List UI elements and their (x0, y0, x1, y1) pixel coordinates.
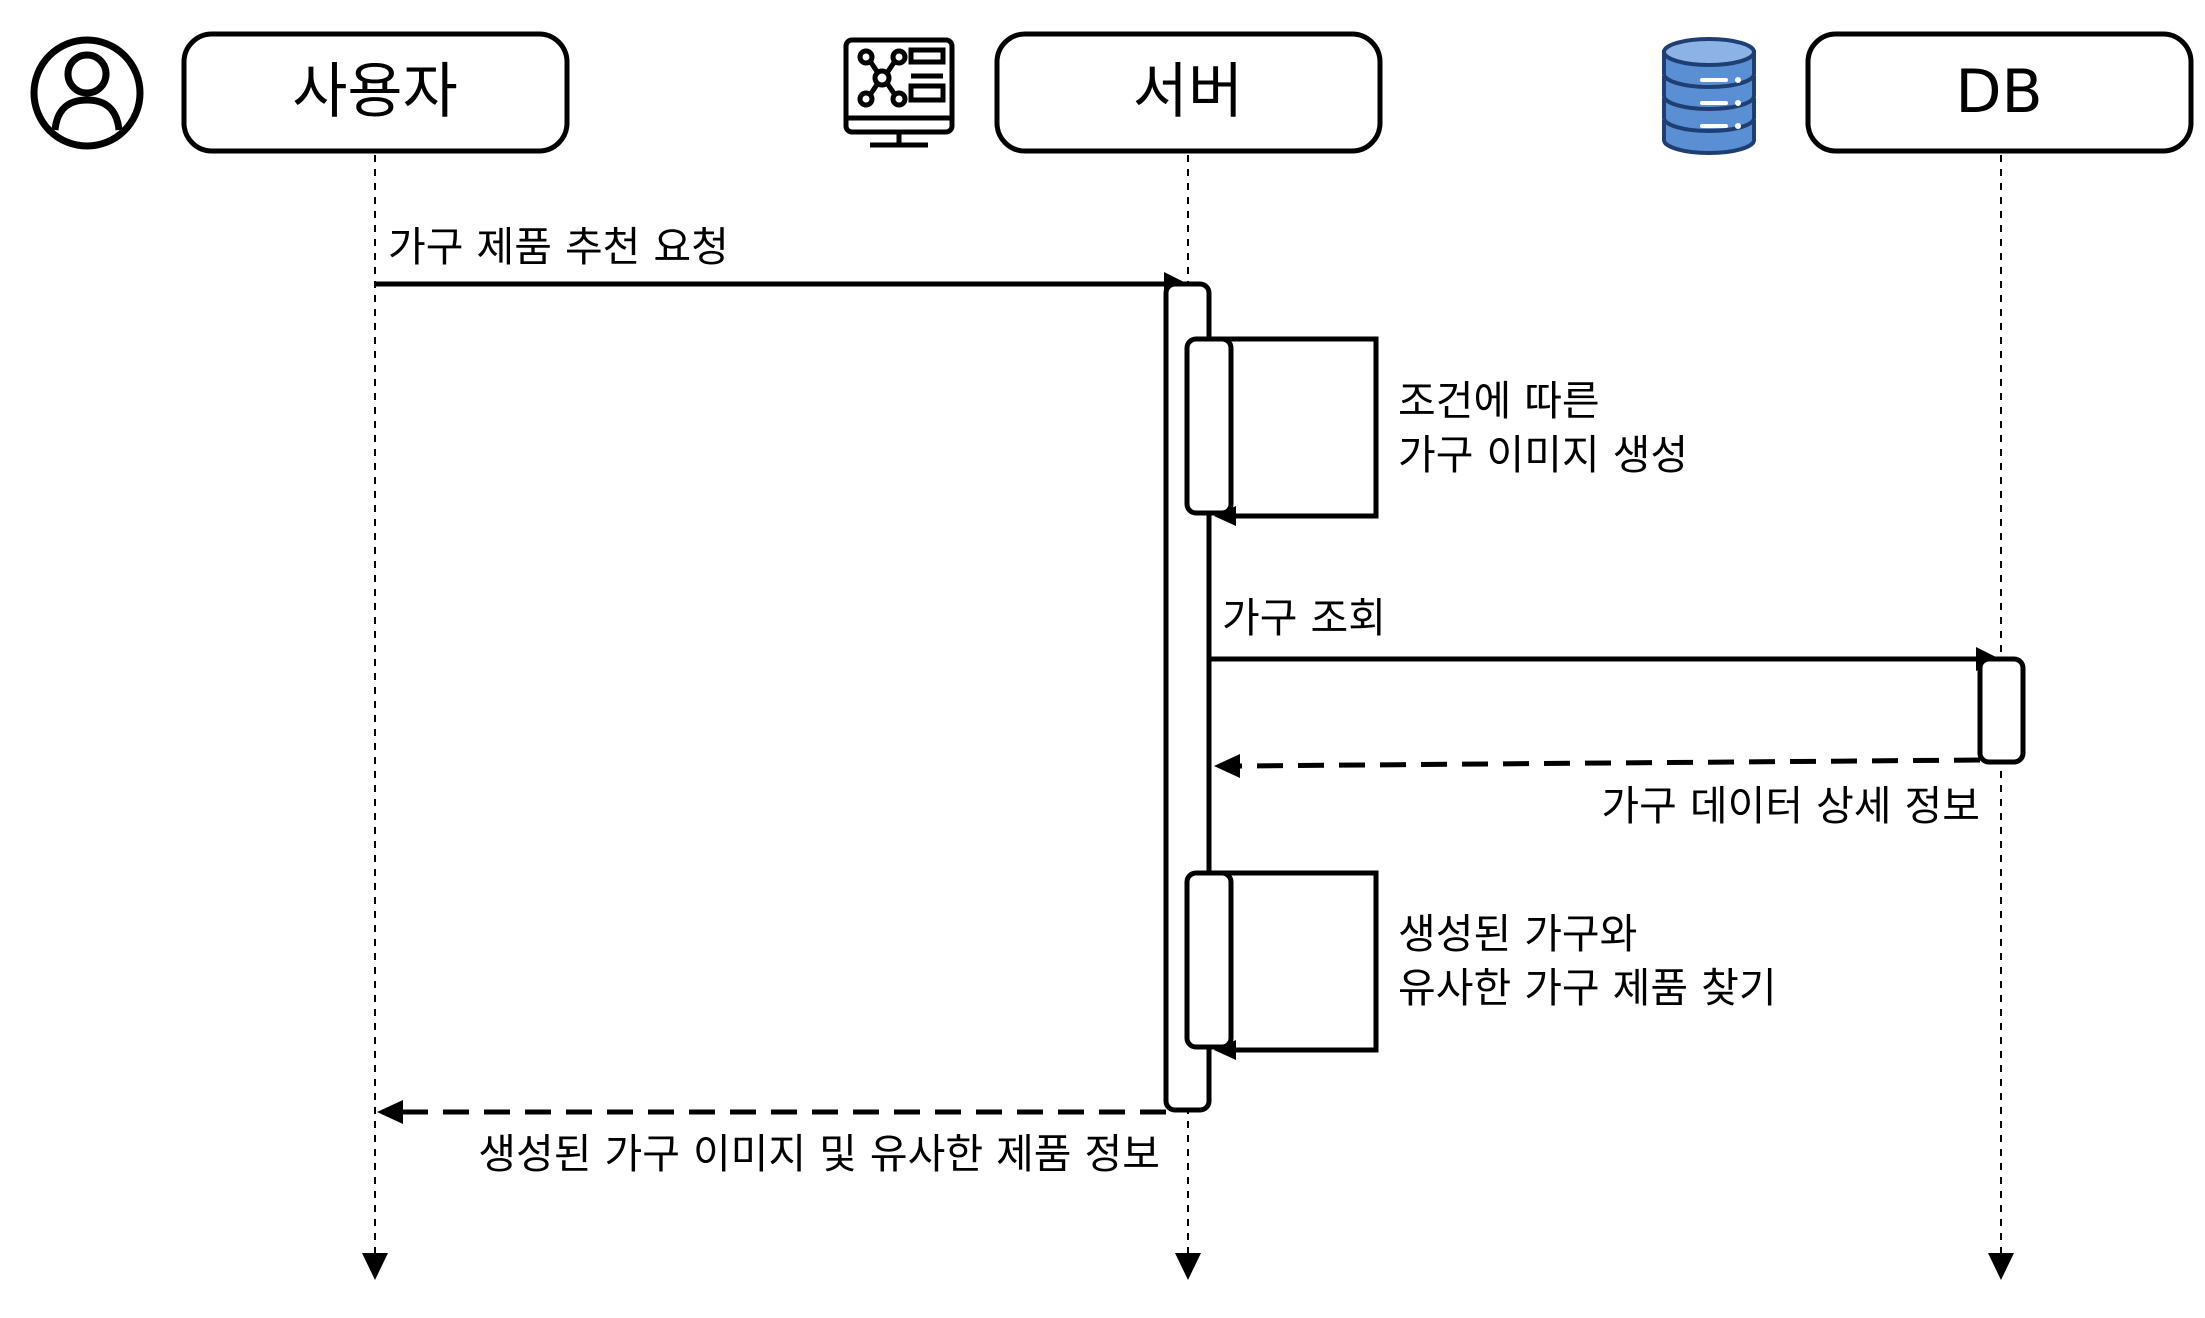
participant-user: 사용자 (181, 31, 570, 154)
database-icon (1662, 37, 1756, 155)
server-activation-self-1 (1184, 336, 1234, 516)
self-message-1-loop (1209, 336, 1379, 519)
lifeline-end-arrow-user (362, 1253, 388, 1280)
message-result-return-label: 생성된 가구 이미지 및 유사한 제품 정보 (478, 1130, 1160, 1178)
participant-db: DB (1805, 31, 2194, 154)
self-message-1-label-line1: 조건에 따른 (1398, 377, 1600, 425)
server-activation-self-2 (1184, 870, 1234, 1050)
server-monitor-icon (843, 37, 955, 148)
message-detail-return-arrowhead (1214, 754, 1240, 778)
self-message-2-label-line1: 생성된 가구와 (1398, 910, 1637, 958)
participant-server: 서버 (994, 31, 1383, 154)
participant-server-label: 서버 (1133, 57, 1243, 127)
db-activation (1977, 656, 2026, 765)
person-icon (30, 36, 144, 150)
lifeline-end-arrow-db (1988, 1253, 2014, 1280)
message-query-label: 가구 조회 (1222, 594, 1386, 642)
self-message-2-label-line2: 유사한 가구 제품 찾기 (1398, 964, 1777, 1012)
message-detail-return-label: 가구 데이터 상세 정보 (1601, 782, 1980, 830)
message-result-return-arrowhead (377, 1100, 403, 1124)
lifeline-end-arrow-server (1175, 1253, 1201, 1280)
participant-db-label: DB (1955, 57, 2042, 127)
self-message-1-label-line2: 가구 이미지 생성 (1398, 431, 1688, 479)
participant-user-label: 사용자 (292, 57, 458, 127)
message-detail-return-arrow (1235, 757, 1981, 769)
self-message-2-loop (1209, 870, 1379, 1053)
message-request-label: 가구 제품 추천 요청 (388, 223, 729, 271)
